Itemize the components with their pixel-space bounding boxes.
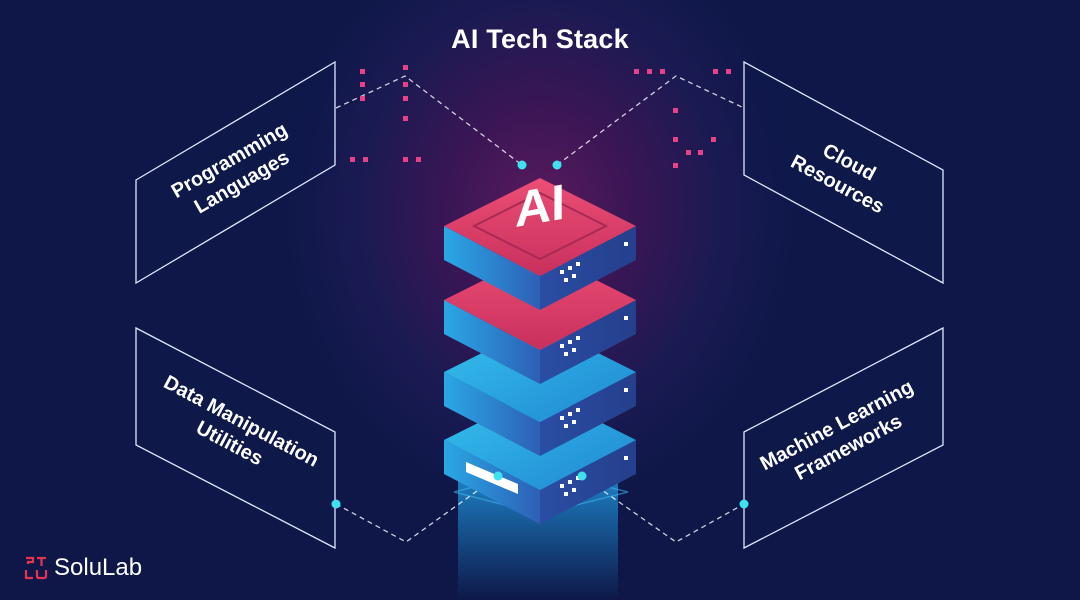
pixel-decoration-left xyxy=(350,65,421,162)
solulab-logo-icon xyxy=(24,556,48,580)
pixel-decoration-right xyxy=(634,69,731,168)
diagram-title: AI Tech Stack xyxy=(451,24,629,54)
panel-machine-learning-frameworks xyxy=(743,326,944,550)
drive-slot xyxy=(466,462,518,494)
stack-layer-top xyxy=(444,178,636,310)
connector-programming-languages xyxy=(335,75,523,166)
panel-data-manipulation-utilities xyxy=(135,326,336,550)
panel-programming-languages xyxy=(135,60,336,285)
connector-data-manipulation xyxy=(335,475,499,543)
panel-cloud-resources xyxy=(743,60,944,285)
connector-cloud-resources xyxy=(556,75,745,166)
ai-badge-text: AI xyxy=(515,173,565,238)
connector-endpoints xyxy=(331,160,749,509)
connector-ml-frameworks xyxy=(581,475,745,543)
brand-name: SoluLab xyxy=(54,554,143,581)
brand-logo: SoluLab xyxy=(24,553,142,583)
